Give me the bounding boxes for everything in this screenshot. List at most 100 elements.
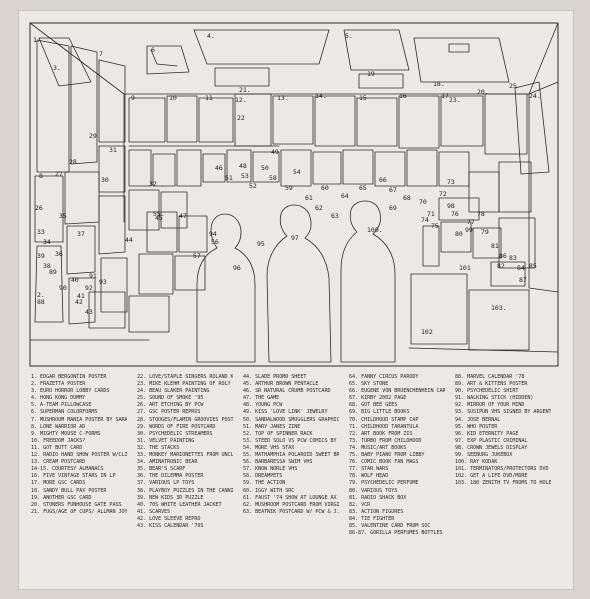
diagram-label: 43 [85,308,93,316]
diagram-label: 8 [39,172,43,180]
legend-item: 101. TERMINATORS/PROTECTORS DVD [455,466,549,473]
legend-item: 6. SUPERMAN COLORFORMS [31,409,98,416]
diagram-label: 20. [477,88,489,96]
diagram-label: 35 [59,212,67,220]
diagram-label: 5. [345,32,353,40]
legend-item: 59. THE ACTION [243,480,286,487]
legend-item: 10. FREEDOM JACKS? [31,437,86,444]
diagram-label: 38 [43,262,51,270]
legend-column-2: 22. LOVE/STAPLE SINGERS ROLAND KIRK POST… [137,374,233,530]
legend-item: 27. GSC POSTER REPROS [137,409,201,416]
legend-item: 86-87. GORILLA PERFUMES BOTTLES DESIGNED… [349,530,445,537]
legend-item: 60. IGGY WITH SRC [243,487,295,494]
diagram-label: 46 [215,164,223,172]
legend-item: 96. KID ETERNITY PAGE [455,430,519,437]
legend-item: 89. ART & KITTENS POSTER [455,381,528,388]
legend-item: 45. ARTHUR BROWN PENTACLE [243,381,319,388]
diagram-label: 68 [403,194,411,202]
legend-item: 55. MATHAMPHIA POLAROID SWEET BRIEAD BAR… [243,452,339,459]
legend-item: 18. SANDY BULL PAX POSTER [31,487,107,494]
diagram-label: 2. [37,291,45,299]
diagram-label: 72 [439,190,447,198]
diagram-label: 29 [89,132,97,140]
legend-item: 23. MIKE KLEHM PAINTING OF ROLY PLANT '7… [137,381,233,388]
diagram-label: 42 [75,298,83,306]
legend-item: 80. VARIOUS TOYS [349,487,398,494]
legend-item: 57. KNOW NORLE VHS [243,466,298,473]
diagram-label: 74 [421,216,429,224]
diagram-label: 65 [359,184,367,192]
legend-item: 92. MIRROR OF YOUR MIND [455,402,525,409]
diagram-label: 39 [37,252,45,260]
legend-item: 54. MORE VHS STAX [243,444,295,451]
diagram-label: 89 [49,268,57,276]
legend-item: 71. CHILDHOOD TARANTULA [349,423,419,430]
diagram-label: 77 [467,218,475,226]
legend-item: 8. LONE WARRIOR AD [31,423,86,430]
diagram-label: 88 [37,298,45,306]
diagram-label: 85 [529,262,537,270]
diagram-label: 78 [477,210,485,218]
diagram-label: 55. [153,210,165,218]
legend-item: 4. HONG KONG DUMMY [31,395,86,402]
legend-item: 24. BEAU SLAKER PAINTING [137,388,210,395]
legend-item: 74. MUSIC/ART BOOKS [349,444,407,451]
legend-item: 97. EXP PLASTIC CRIMINAL [455,437,528,444]
legend-item: 43. KISS CALENDAR '70S [137,522,204,529]
diagram-label: 64 [341,192,349,200]
diagram-label: 103. [491,304,507,312]
diagram-label: 101 [459,264,471,272]
diagram-label: 23. [449,96,461,104]
diagram-label: 45 [155,214,163,222]
diagram-label: 61 [305,194,313,202]
diagram-label: 98 [447,202,455,210]
diagram-label: 94 [209,230,217,238]
legend-item: 94. JOSE BERNAL [455,416,501,423]
diagram-label: 87 [519,276,527,284]
diagram-label: 54 [293,168,301,176]
legend-item: 56. BARBARESSA SWIM VHS [243,459,313,466]
legend-item: 95. WHO POSTER [455,423,498,430]
diagram-label: 79 [481,228,489,236]
legend-item: 9. MIGHTY MOUSE C-FORMS [31,430,101,437]
legend-item: 13. CREAM POSTCARD [31,459,86,466]
diagram-label: 37 [77,230,85,238]
legend-item: 51. MARY JANES ZINE [243,423,301,430]
diagram-label: 16 [399,92,407,100]
diagram-label: 76 [451,210,459,218]
diagram-label: 24. [529,92,541,100]
legend-item: 63. BEATNIK POSTCARD W/ PCW & J.WYATT [243,508,339,515]
legend-item: 77. STAR WARS [349,466,389,473]
diagram-label: 58 [269,174,277,182]
diagram-label: 57 [193,252,201,260]
diagram-label: 11 [205,94,213,102]
person-97 [266,204,332,363]
diagram-label: 60 [321,184,329,192]
diagram-label: 44 [125,236,133,244]
legend-item: 53. STEED SOLO VS PCW COMICS BY PCW [243,437,339,444]
legend-item: 39. NEW KIDS 3D PUZZLE [137,494,204,501]
legend-item: 98. CROWN JEWELS DISPLAY [455,444,528,451]
legend-item: 69. BIG LITTLE BOOKS [349,409,410,416]
diagram-label: 96 [233,264,241,272]
legend-item: 38. PLAYBOY PUZZLES IN THE CANNISTERS [137,487,233,494]
legend-item: 12. RADIO HAND SHOW POSTER W/CLIP MAG '7… [31,452,127,459]
legend-item: 50. SANDALWOOD SMUGGLERS GRAPHIC NOVEL B… [243,416,339,423]
legend-item: 7. MUSHROOM MANIA POSTER BY SARA BUSCETT… [31,416,127,423]
diagram-label: 14. [315,92,327,100]
diagram-label: 86 [499,252,507,260]
diagram-label: 3. [53,64,61,72]
diagram-label: 53 [241,172,249,180]
legend-item: 102. GET A LIFE DVD/MORE [455,473,528,480]
diagram-label: 33 [37,228,45,236]
legend-item: 40. 70S WHITE LEATHER JACKET [137,501,222,508]
legend-item: 33. MONKEY MARIONETTES FROM UNCLE FUN'S [137,452,233,459]
diagram-label: 4. [207,32,215,40]
legend-item: 76. COMIC BOOK FAN MAGS [349,459,419,466]
legend-item: 58. DREAMPETS [243,473,283,480]
